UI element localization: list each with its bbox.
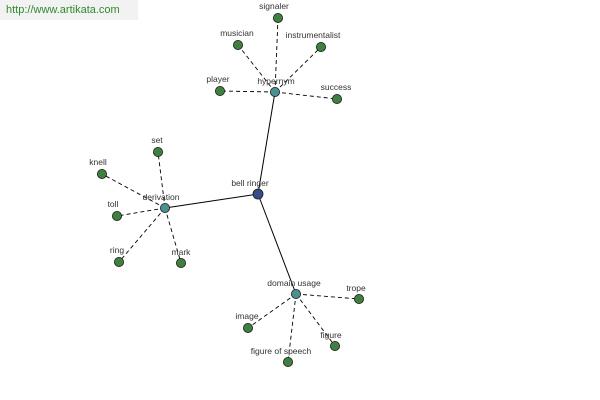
- hub-label-derivation[interactable]: derivation: [143, 192, 180, 202]
- leaf-label-signaler[interactable]: signaler: [259, 1, 289, 11]
- edge-domain-usage-image: [247, 293, 297, 329]
- hub-label-hypernym[interactable]: hypernym: [257, 76, 294, 86]
- leaf-node-mark[interactable]: [175, 257, 186, 268]
- leaf-label-image[interactable]: image: [235, 311, 258, 321]
- edge-center-derivation: [164, 193, 259, 209]
- edge-derivation-knell: [101, 173, 166, 209]
- edge-derivation-mark: [164, 207, 182, 264]
- leaf-node-knell[interactable]: [97, 168, 108, 179]
- edge-derivation-set: [157, 151, 166, 209]
- edge-derivation-ring: [118, 207, 166, 263]
- leaf-label-player[interactable]: player: [206, 74, 229, 84]
- leaf-node-musician[interactable]: [232, 40, 243, 51]
- hub-node-derivation[interactable]: [159, 202, 170, 213]
- edge-center-domain-usage: [257, 193, 297, 295]
- leaf-label-figure[interactable]: figure: [320, 330, 342, 340]
- leaf-label-success[interactable]: success: [321, 82, 352, 92]
- leaf-node-ring[interactable]: [114, 256, 125, 267]
- leaf-label-instrumentalist[interactable]: instrumentalist: [286, 30, 341, 40]
- leaf-label-set[interactable]: set: [151, 135, 163, 145]
- leaf-label-trope[interactable]: trope: [346, 283, 366, 293]
- edge-hypernym-musician: [237, 44, 276, 93]
- leaf-label-musician[interactable]: musician: [220, 28, 254, 38]
- leaf-node-trope[interactable]: [353, 293, 364, 304]
- leaf-label-figure-of-speech[interactable]: figure of speech: [251, 346, 312, 356]
- leaf-label-toll[interactable]: toll: [108, 199, 119, 209]
- leaf-node-image[interactable]: [242, 322, 253, 333]
- leaf-node-figure-of-speech[interactable]: [282, 356, 293, 367]
- leaf-node-set[interactable]: [152, 146, 163, 157]
- edge-domain-usage-trope: [295, 293, 360, 300]
- hub-node-hypernym[interactable]: [269, 87, 280, 98]
- edge-domain-usage-figure-of-speech: [287, 293, 297, 363]
- url-link[interactable]: http://www.artikata.com: [6, 4, 120, 16]
- hub-label-domain-usage[interactable]: domain usage: [267, 278, 321, 288]
- leaf-node-toll[interactable]: [112, 210, 123, 221]
- edge-derivation-toll: [116, 207, 166, 217]
- leaf-node-signaler[interactable]: [272, 12, 283, 23]
- edge-hypernym-signaler: [274, 17, 279, 93]
- leaf-node-success[interactable]: [331, 94, 342, 105]
- edge-hypernym-success: [274, 91, 338, 100]
- center-node[interactable]: [252, 188, 264, 200]
- leaf-node-instrumentalist[interactable]: [315, 42, 326, 53]
- center-label[interactable]: bell ringer: [231, 178, 268, 188]
- hub-node-domain-usage[interactable]: [290, 288, 301, 299]
- edge-hypernym-player: [219, 90, 276, 93]
- url-bar: http://www.artikata.com: [0, 0, 138, 20]
- leaf-label-mark[interactable]: mark: [172, 247, 192, 257]
- leaf-label-knell[interactable]: knell: [89, 157, 107, 167]
- edge-hypernym-instrumentalist: [274, 46, 322, 93]
- edge-domain-usage-figure: [295, 293, 336, 347]
- leaf-label-ring[interactable]: ring: [110, 245, 124, 255]
- edge-center-hypernym: [257, 91, 276, 195]
- leaf-node-figure[interactable]: [329, 340, 340, 351]
- leaf-node-player[interactable]: [214, 86, 225, 97]
